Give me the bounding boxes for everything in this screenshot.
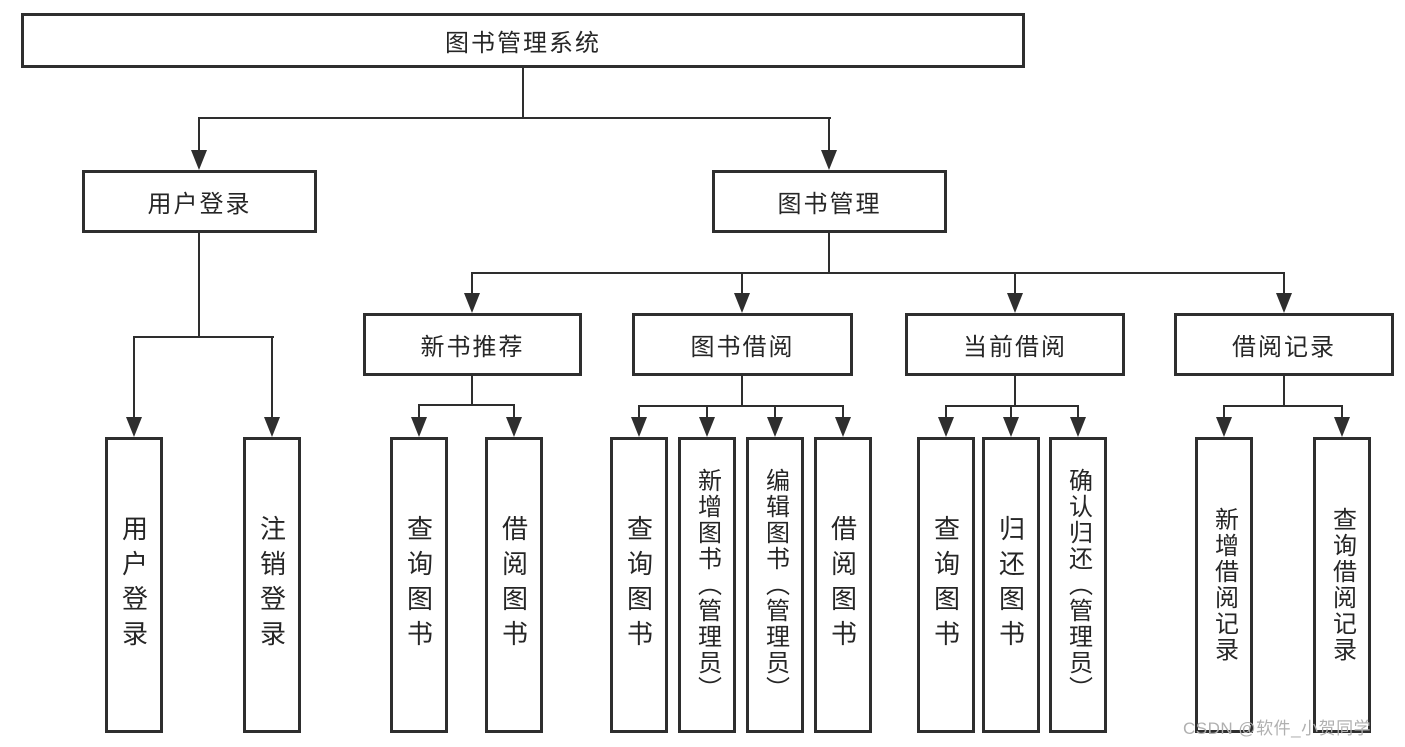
node-label: 归还图书 [995,515,1026,655]
arrow-down-icon [1276,293,1292,313]
connector-leaf-stem [1341,405,1343,420]
connector-section-bar [945,405,1079,407]
arrow-down-icon [191,150,207,170]
node-label: 用户登录 [118,515,149,655]
node-label: 查询图书 [403,515,434,655]
connector-leaf-stem [418,404,420,420]
node-label: 借阅图书 [498,515,529,655]
csdn-watermark: CSDN @软件_小贺同学 [1183,719,1372,738]
connector-leaf-stem [945,405,947,420]
arrow-down-icon [767,417,783,437]
connector-leaf-stem [1010,405,1012,420]
leaf-current-return-books: 归还图书 [982,437,1040,733]
connector-section-down [1283,376,1285,407]
node-label: 图书管理系统 [445,30,601,57]
connector-book-mgmt-stem [828,117,830,153]
arrow-down-icon [1216,417,1232,437]
connector-section-stem [1014,272,1016,296]
connector-section-down [741,376,743,407]
node-label: 图书借阅 [690,334,795,361]
connector-section-down [471,376,473,406]
node-label: 新书推荐 [420,334,525,361]
connector-section-down [1014,376,1016,407]
leaf-recommend-borrow-books: 借阅图书 [485,437,543,733]
arrow-down-icon [506,417,522,437]
arrow-down-icon [1003,417,1019,437]
connector-leaf-stem [638,405,640,420]
connector-leaf-stem [842,405,844,420]
node-label: 借阅图书 [827,515,858,655]
connector-user-login-down [198,233,200,338]
node-label: 编辑图书（管理员） [761,468,789,702]
node-current-borrowing: 当前借阅 [905,313,1125,376]
connector-leaf-stem [1223,405,1225,420]
node-book-borrowing: 图书借阅 [632,313,853,376]
connector-section-stem [471,272,473,296]
node-label: 注销登录 [256,515,287,655]
leaf-borrowing-add-books-admin: 新增图书（管理员） [678,437,736,733]
node-label: 查询借阅记录 [1328,507,1356,663]
arrow-down-icon [631,417,647,437]
connector-leaf-stem [513,404,515,420]
connector-leaf-stem [774,405,776,420]
connector-section-stem [741,272,743,296]
node-borrow-records: 借阅记录 [1174,313,1394,376]
leaf-recommend-query-books: 查询图书 [390,437,448,733]
arrow-down-icon [1334,417,1350,437]
connector-book-mgmt-down [828,233,830,274]
arrow-down-icon [938,417,954,437]
node-label: 查询图书 [930,515,961,655]
arrow-down-icon [464,293,480,313]
connector-user-login-bar [133,336,274,338]
node-label: 图书管理 [777,191,882,218]
arrow-down-icon [734,293,750,313]
node-label: 确认归还（管理员） [1064,468,1092,702]
arrow-down-icon [699,417,715,437]
leaf-records-query-record: 查询借阅记录 [1313,437,1371,733]
node-system-root: 图书管理系统 [21,13,1025,68]
connector-root-bar [198,117,831,119]
node-label: 用户登录 [147,191,252,218]
connector-user-login-stem [198,117,200,153]
arrow-down-icon [264,417,280,437]
node-label: 新增借阅记录 [1210,507,1238,663]
arrow-down-icon [821,150,837,170]
node-user-login: 用户登录 [82,170,317,233]
arrow-down-icon [126,417,142,437]
node-label: 当前借阅 [963,334,1067,361]
leaf-user-login: 用户登录 [105,437,163,733]
leaf-records-add-record: 新增借阅记录 [1195,437,1253,733]
connector-section-bar [418,404,515,406]
leaf-borrowing-edit-books-admin: 编辑图书（管理员） [746,437,804,733]
leaf-borrowing-query-books: 查询图书 [610,437,668,733]
connector-leaf-stem [271,336,273,420]
node-book-management: 图书管理 [712,170,947,233]
connector-leaf-stem [706,405,708,420]
connector-book-mgmt-bar [471,272,1285,274]
connector-root-stem [522,68,524,119]
arrow-down-icon [835,417,851,437]
arrow-down-icon [1007,293,1023,313]
leaf-current-query-books: 查询图书 [917,437,975,733]
node-label: 借阅记录 [1232,334,1336,361]
node-label: 新增图书（管理员） [693,468,721,702]
leaf-borrowing-borrow-books: 借阅图书 [814,437,872,733]
leaf-current-confirm-return-admin: 确认归还（管理员） [1049,437,1107,733]
arrow-down-icon [1070,417,1086,437]
node-label: 查询图书 [623,515,654,655]
arrow-down-icon [411,417,427,437]
connector-section-bar [638,405,844,407]
connector-leaf-stem [133,336,135,420]
connector-section-stem [1283,272,1285,296]
connector-section-bar [1223,405,1343,407]
connector-leaf-stem [1077,405,1079,420]
node-new-book-recommend: 新书推荐 [363,313,582,376]
leaf-logout: 注销登录 [243,437,301,733]
